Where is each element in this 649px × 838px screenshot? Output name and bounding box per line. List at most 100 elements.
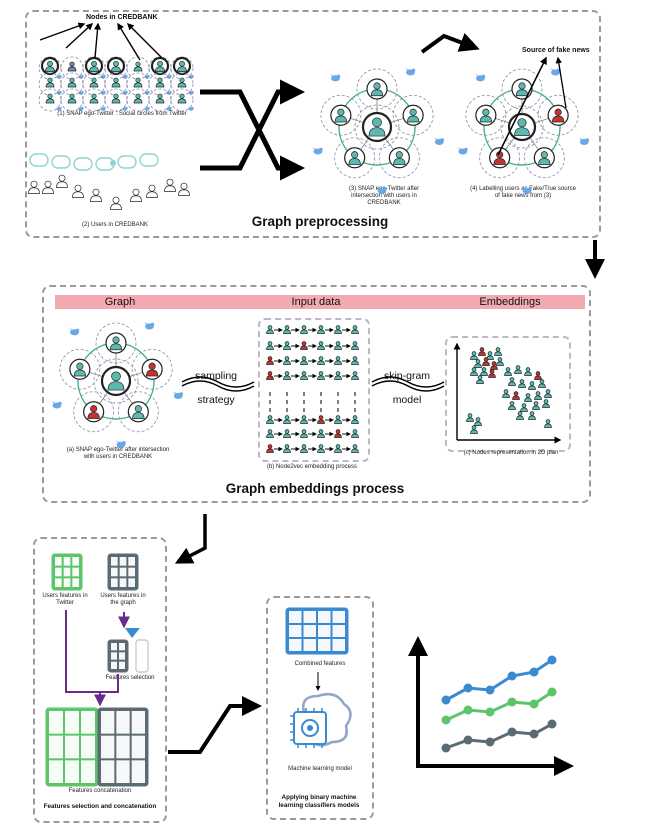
user-icon (109, 336, 123, 351)
chart-point (507, 697, 517, 707)
caption-2: (2) Users in CREDBANK (81, 222, 148, 228)
features-selection-label: Features selection (105, 675, 155, 681)
user-icon (155, 60, 165, 72)
outer-dashed-circle (523, 137, 565, 179)
center-dashed-circle (500, 105, 544, 149)
user-icon (348, 151, 361, 165)
user-icon (67, 77, 77, 88)
outer-dashed-circle (95, 322, 137, 364)
user-icon (470, 425, 478, 434)
graph-preprocessing-title: Graph preprocessing (251, 214, 389, 229)
speech-bubble-icon (117, 155, 137, 169)
outer-dashed-circle (59, 348, 101, 390)
table-cell (49, 760, 63, 783)
graph-embeddings-title: Graph embeddings process (225, 481, 405, 496)
user-icon (266, 429, 274, 438)
user-icon (351, 371, 359, 380)
user-icon (28, 180, 40, 194)
nodes-in-credbank-callout: Nodes in CREDBANK (86, 14, 158, 21)
table-cell (72, 567, 79, 577)
user-icon (508, 377, 516, 386)
user-icon (177, 93, 187, 104)
graph-node (511, 78, 533, 100)
table-cell (65, 711, 79, 734)
user-icon (130, 188, 142, 202)
table-cell (119, 567, 127, 577)
table-cell (65, 735, 79, 759)
user-icon (317, 341, 325, 350)
user-icon (494, 347, 502, 356)
chart-point (529, 729, 539, 739)
social-circle (60, 88, 84, 112)
sampling-label: sampling strategy (194, 370, 238, 406)
features-section-title: Features selection and concatenation (43, 803, 157, 810)
outer-dashed-circle (117, 391, 159, 433)
brain-outline (302, 693, 352, 747)
user-icon (334, 341, 342, 350)
callout-arrow (127, 23, 163, 59)
table-cell (111, 578, 118, 587)
user-icon (67, 61, 77, 72)
twitter-bird-icon (187, 106, 194, 111)
social-circle (126, 88, 150, 112)
user-icon (133, 77, 143, 88)
graph-features-table (107, 553, 139, 591)
table-cell (119, 578, 127, 587)
table-cell (318, 639, 331, 651)
user-icon (512, 391, 520, 400)
table-cell (81, 735, 95, 759)
user-icon (544, 419, 552, 428)
purple-connector (65, 610, 100, 693)
user-icon (155, 77, 165, 88)
twitter-bird-icon (521, 186, 532, 194)
user-icon (524, 367, 532, 376)
brain-chip-icon (290, 693, 352, 748)
user-icon (334, 325, 342, 334)
table-cell (101, 735, 115, 759)
outer-dashed-circle (501, 68, 543, 110)
outer-dashed-circle (465, 94, 507, 136)
twitter-bird-icon (143, 106, 150, 111)
outer-dashed-circle (378, 137, 420, 179)
callout-arrow (117, 22, 141, 61)
sampling-curve (181, 376, 255, 388)
user-icon (488, 369, 496, 378)
user-icon (266, 415, 274, 424)
table-cell (111, 567, 118, 577)
social-circle (148, 88, 172, 112)
chart-point (547, 655, 557, 665)
table-cell (55, 557, 62, 566)
user-icon (266, 371, 274, 380)
concat-twitter-part (45, 707, 99, 787)
user-icon (524, 393, 532, 402)
user-icon (300, 341, 308, 350)
user-icon (317, 356, 325, 365)
twitter-bird-icon (404, 68, 416, 76)
table-cell (116, 760, 130, 783)
table-cell (111, 557, 118, 566)
user-icon (368, 117, 386, 137)
skipgram-curve (371, 380, 445, 392)
table-cell (303, 611, 316, 623)
twitter-bird-icon (77, 106, 84, 111)
graph-preprocessing-box (25, 10, 601, 238)
center-dashed-circle (93, 358, 139, 404)
caption-b: (b) Node2vec embedding process (266, 464, 358, 470)
twitter-bird-icon (68, 327, 80, 336)
gear-icon (301, 719, 319, 737)
user-icon (266, 356, 274, 365)
caption-c: (c) Nodes representation in 2D plan (463, 450, 559, 456)
purple-connector (94, 674, 119, 707)
user-icon (317, 415, 325, 424)
graph-node (69, 358, 91, 380)
twitter-bird-icon (115, 440, 126, 448)
table-cell (332, 639, 345, 651)
user-icon (56, 174, 68, 188)
user-icon (516, 411, 524, 420)
chart-point (547, 687, 557, 697)
twitter-bird-icon (121, 106, 128, 111)
user-icon (111, 77, 121, 88)
user-icon (470, 351, 478, 360)
table-cell (49, 735, 63, 759)
selected-features-table (107, 639, 129, 673)
